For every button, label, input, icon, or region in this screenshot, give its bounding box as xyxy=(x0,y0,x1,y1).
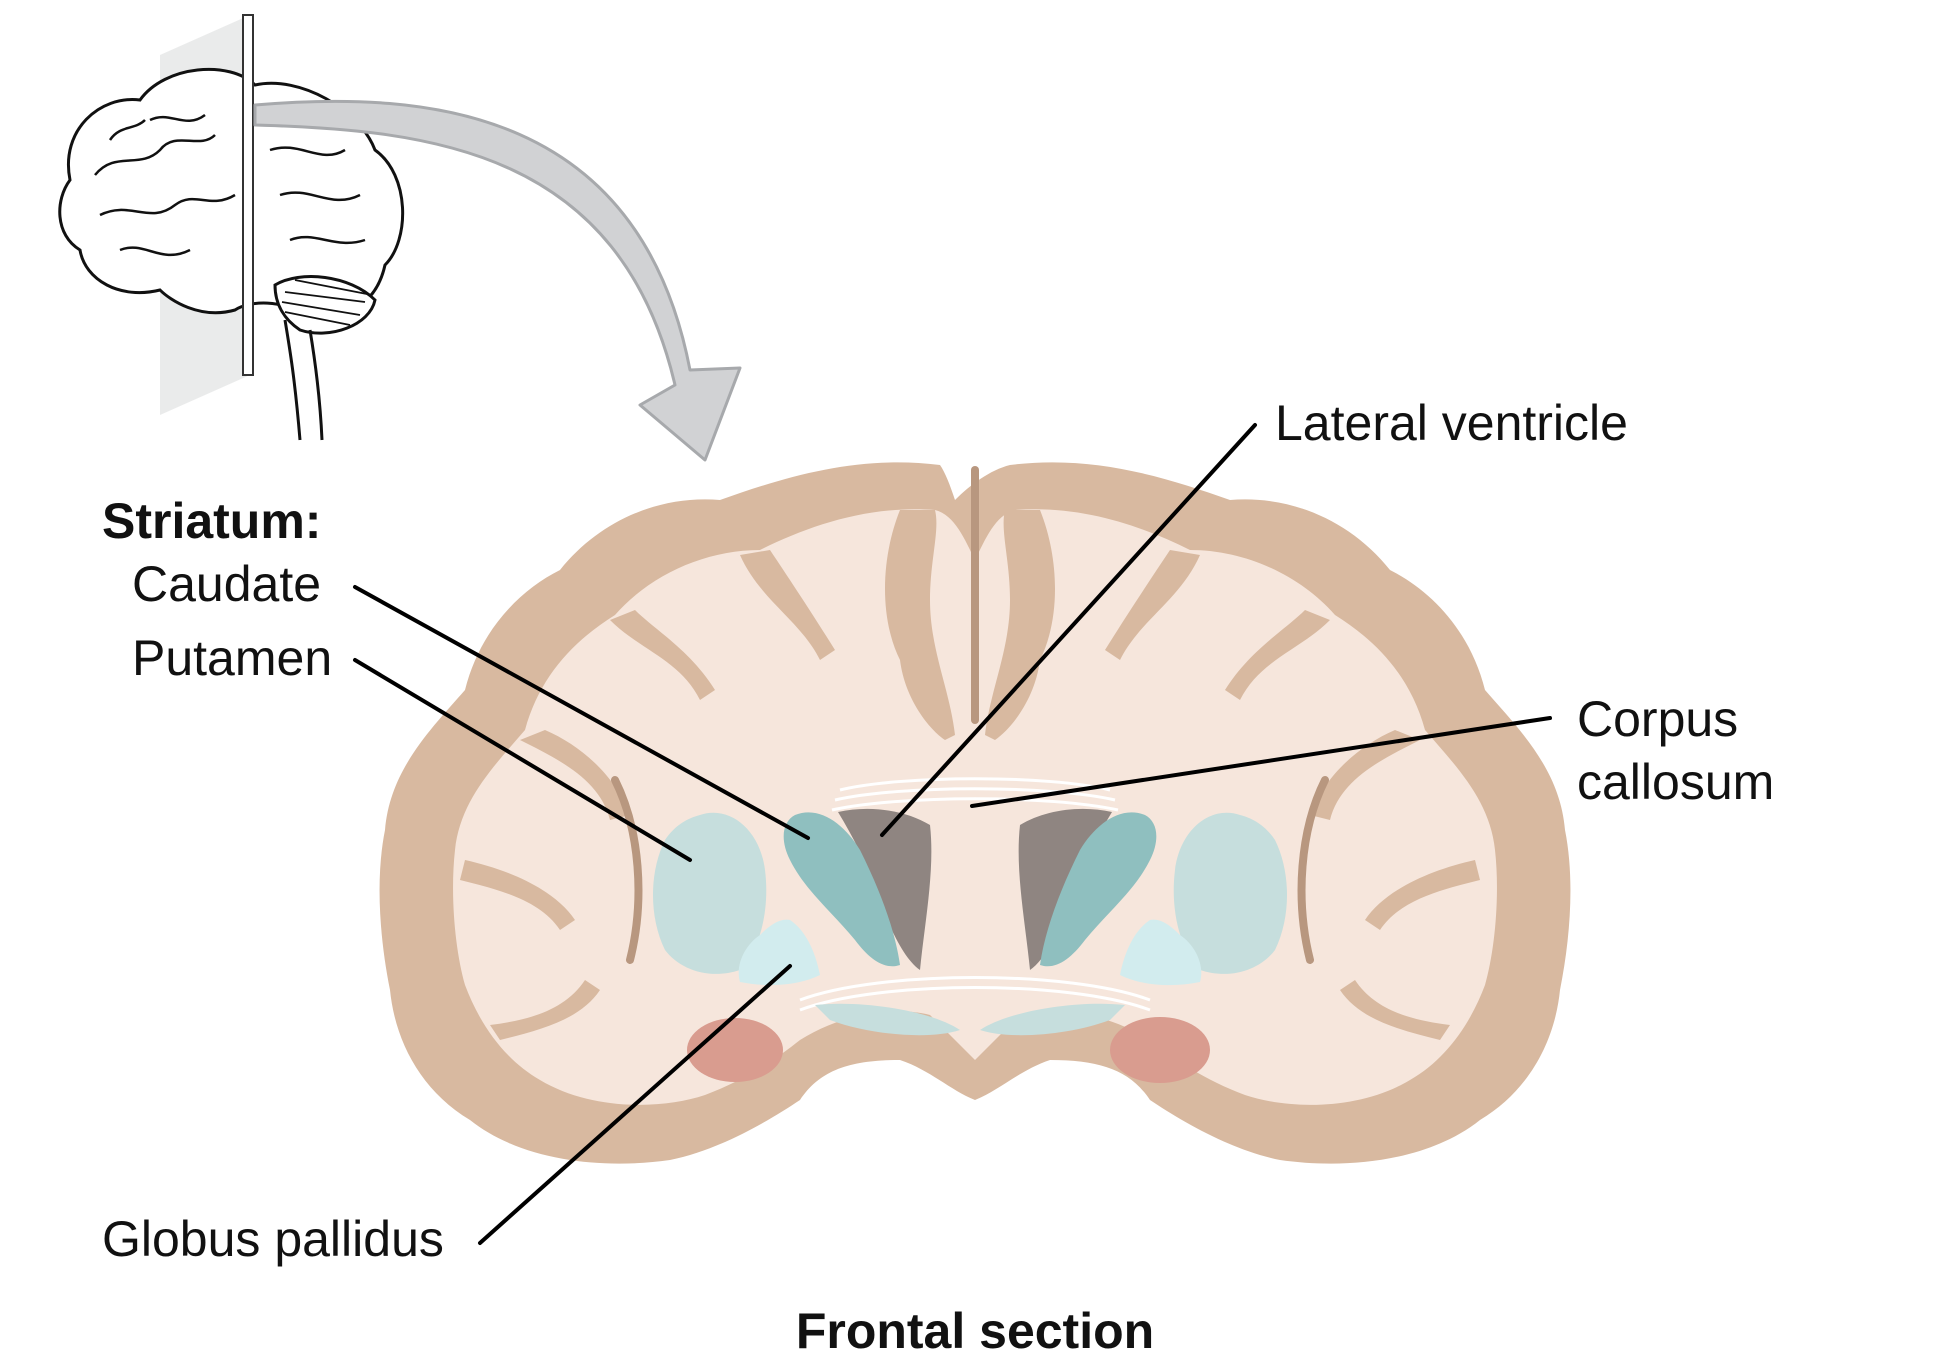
section-arrow-icon xyxy=(253,99,742,462)
globus-pallidus-label: Globus pallidus xyxy=(102,1211,444,1267)
lateral-ventricle-leader-line xyxy=(880,423,1257,837)
putamen-leader-line xyxy=(353,658,692,862)
caudate-right xyxy=(1040,812,1157,967)
sulci xyxy=(611,466,1329,964)
striatum-heading: Striatum: xyxy=(102,493,321,549)
amygdala-right xyxy=(1110,1017,1210,1083)
caudate-leader-line xyxy=(353,585,810,840)
frontal-section xyxy=(379,462,1571,1164)
caudate-label: Caudate xyxy=(132,556,321,612)
corpus-callosum-label-line1: Corpus xyxy=(1577,691,1738,747)
gyri-folds xyxy=(460,510,1480,1040)
corpus-callosum-label-line2: callosum xyxy=(1577,754,1774,810)
lateral-ventricle-left xyxy=(838,808,932,970)
caudate-left xyxy=(783,812,900,967)
amygdala-left xyxy=(687,1018,783,1082)
lateral-ventricle-label: Lateral ventricle xyxy=(1275,395,1628,451)
corpus-callosum-fibers xyxy=(799,777,1151,1012)
brain-sketch-icon xyxy=(58,14,405,441)
diagram-caption: Frontal section xyxy=(796,1303,1154,1359)
globus-pallidus-leader-line xyxy=(478,964,792,1245)
corpus-callosum-leader-line xyxy=(970,716,1552,808)
globus-pallidus-left xyxy=(738,919,820,986)
optic-region xyxy=(815,1003,1125,1036)
putamen-right xyxy=(1173,812,1288,974)
putamen-label: Putamen xyxy=(132,630,332,686)
globus-pallidus-right xyxy=(1120,919,1202,986)
